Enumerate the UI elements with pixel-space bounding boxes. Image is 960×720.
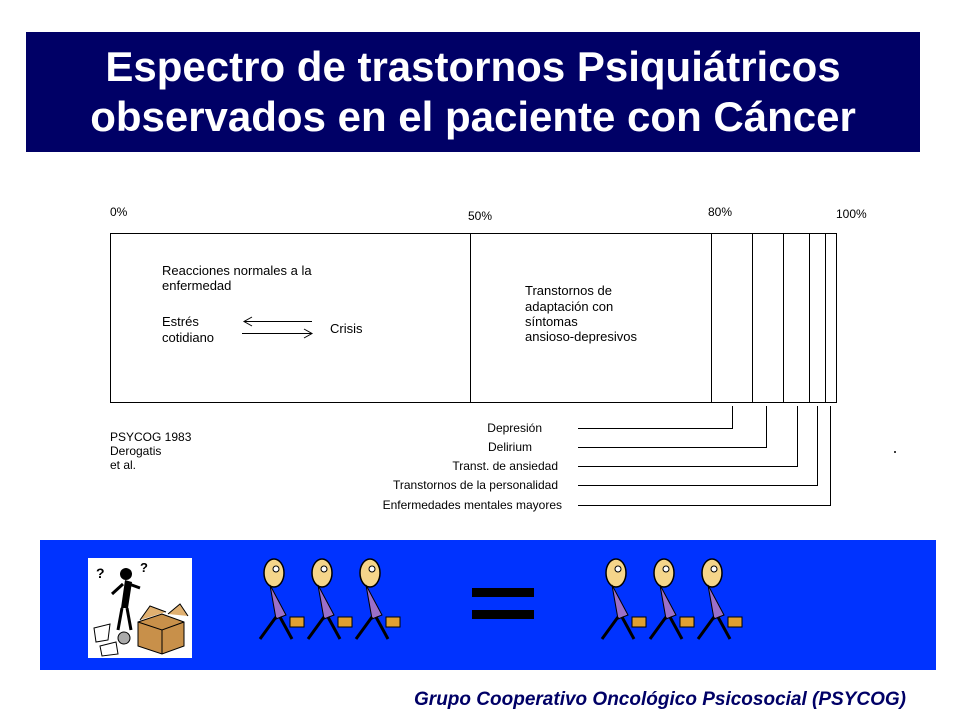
footer-credit: Grupo Cooperativo Oncológico Psicosocial… (414, 689, 906, 710)
stray-dot (894, 451, 896, 453)
percent-label-50: 50% (468, 209, 492, 223)
leader-personalidad (578, 406, 818, 486)
normal-reactions-line-1: Reacciones normales a la (162, 263, 312, 278)
walking-person-icon (696, 558, 743, 640)
source-line-1: PSYCOG 1983 (110, 430, 192, 444)
slide-title: Espectro de trastornos Psiquiátricos obs… (26, 32, 920, 152)
normal-reactions-line-2: enfermedad (162, 278, 231, 293)
walking-person-icon (306, 558, 353, 640)
category-delirium: Delirium (488, 440, 532, 454)
percent-label-80: 80% (708, 205, 732, 219)
crisis-label: Crisis (330, 321, 363, 336)
category-depresion: Depresión (487, 421, 542, 435)
equals-icon (472, 588, 534, 624)
title-line-1: Espectro de trastornos Psiquiátricos (105, 43, 841, 90)
category-mayores: Enfermedades mentales mayores (383, 498, 562, 512)
spectrum-box (110, 233, 837, 403)
svg-text:?: ? (96, 565, 105, 581)
source-line-3: et al. (110, 458, 136, 472)
title-line-2: observados en el paciente con Cáncer (90, 93, 856, 140)
leader-ansiedad (578, 406, 798, 467)
stress-label-line-2: cotidiano (162, 330, 214, 345)
walkers-group-left (246, 553, 416, 650)
category-personalidad: Transtornos de la personalidad (393, 478, 558, 492)
percent-label-0: 0% (110, 205, 128, 219)
adaptation-line-2: adaptación con (525, 299, 613, 314)
walking-person-icon (258, 558, 305, 640)
svg-text:?: ? (140, 560, 148, 575)
percent-label-100: 100% (836, 207, 867, 221)
leader-delirium (578, 406, 767, 448)
leader-lines (578, 406, 831, 506)
adaptation-line-4: ansioso-depresivos (525, 329, 638, 344)
category-ansiedad: Transt. de ansiedad (452, 459, 558, 473)
spectrum-diagram: 0% 50% 80% 100% Reacciones normales a la… (110, 205, 896, 512)
bidirectional-arrow-icon (242, 316, 314, 339)
adaptation-line-1: Transtornos de (525, 283, 612, 298)
confused-person-icon: ? ? (88, 558, 192, 658)
walking-person-icon (354, 558, 401, 640)
walking-person-icon (648, 558, 695, 640)
adaptation-line-3: síntomas (525, 314, 578, 329)
walkers-group-right (588, 553, 758, 650)
stress-label-line-1: Estrés (162, 314, 199, 329)
leader-mayores (578, 406, 831, 506)
walking-person-icon (600, 558, 647, 640)
leader-depresion (578, 406, 733, 429)
source-line-2: Derogatis (110, 444, 161, 458)
